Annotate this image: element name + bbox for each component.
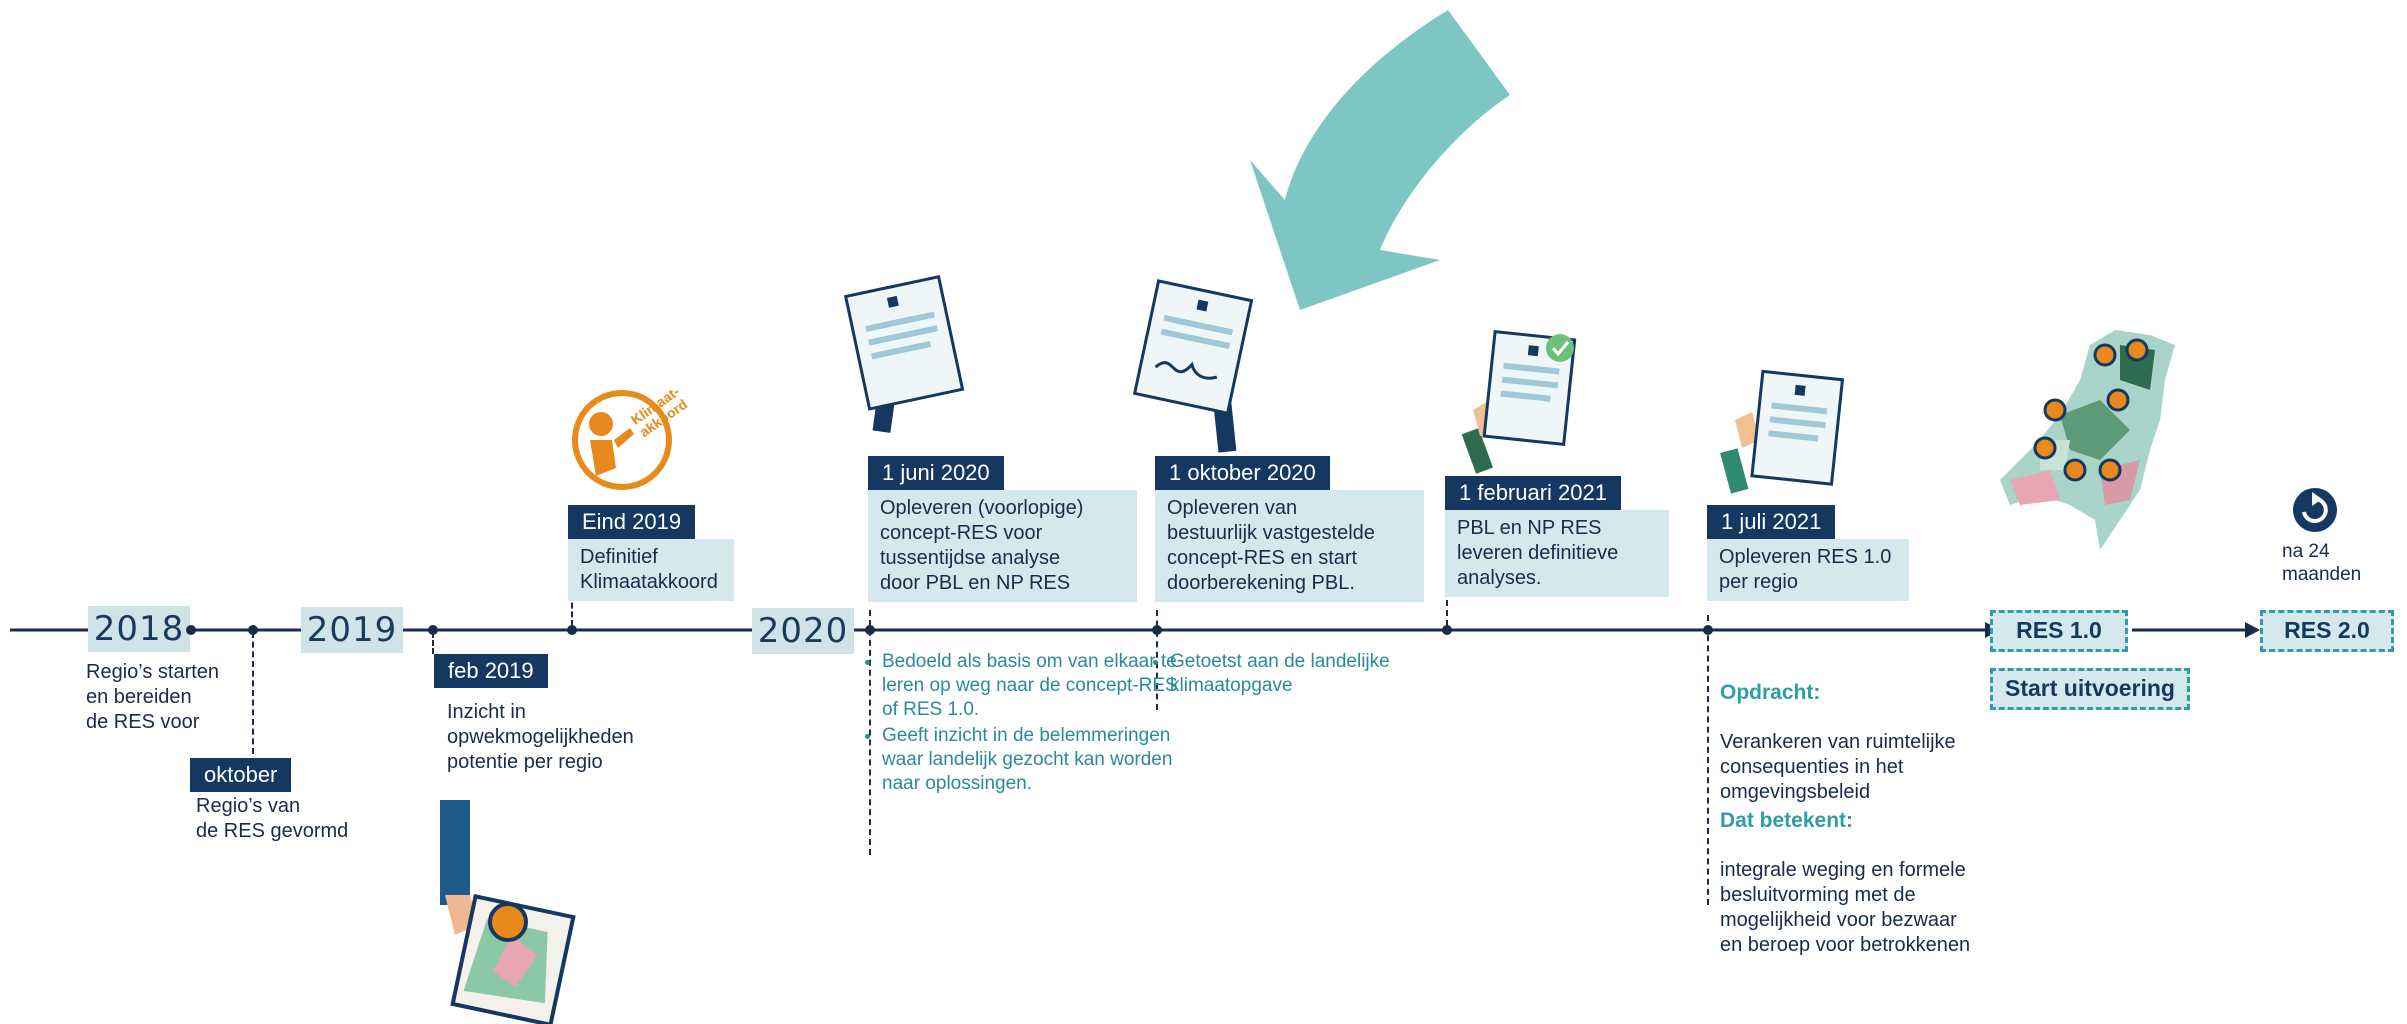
event-juni2020-text: Opleveren (voorlopige) concept-RES voor … (868, 490, 1137, 602)
timeline-dot (1442, 625, 1452, 635)
document-hand-juli (1720, 369, 1845, 494)
year-2018: 2018 (88, 606, 190, 652)
signed-document-hand-oktober (1132, 279, 1254, 453)
betekent-heading: Dat betekent: (1720, 809, 1854, 832)
connector-jul2021 (1707, 615, 1709, 905)
event-feb2021-label: 1 februari 2021 (1445, 476, 1621, 510)
year-2020: 2020 (752, 608, 854, 654)
event-juni2020-bullets: Bedoeld als basis om van elkaar te leren… (862, 650, 1182, 798)
map-hand-feb2019 (440, 800, 576, 1024)
event-okt2020-text: Opleveren van bestuurlijk vastgestelde c… (1155, 490, 1424, 602)
connector-okt2020 (1156, 610, 1158, 710)
timeline-dot (248, 625, 258, 635)
bullet-item: Bedoeld als basis om van elkaar te leren… (882, 650, 1182, 722)
timeline-dot (567, 625, 577, 635)
connector-oktober (252, 632, 254, 754)
event-feb2019-label: feb 2019 (434, 654, 548, 688)
event-eind2019-text: Definitief Klimaatakkoord (568, 539, 734, 601)
event-jul2021-betekent: Dat betekent: integrale weging en formel… (1720, 783, 2040, 983)
klimaatakkoord-logo (572, 390, 672, 490)
event-oktober-label: oktober (190, 758, 292, 792)
year-2019: 2019 (301, 607, 403, 653)
netherlands-map (2000, 330, 2175, 550)
opdracht-heading: Opdracht: (1720, 681, 1821, 704)
cycle-text: na 24 maanden (2282, 541, 2362, 585)
timeline-dot (428, 625, 438, 635)
opdracht-text: Verankeren van ruimtelijke consequenties… (1720, 731, 1956, 803)
event-jul2021-text: Opleveren RES 1.0 per regio (1707, 539, 1909, 601)
big-curved-arrow (1250, 10, 1510, 310)
event-okt2020-label: 1 oktober 2020 (1155, 456, 1330, 490)
event-jul2021-label: 1 juli 2021 (1707, 505, 1836, 539)
betekent-text: integrale weging en formele besluitvormi… (1720, 859, 1971, 956)
timeline-dot (186, 625, 196, 635)
res10-box: RES 1.0 (1990, 610, 2128, 652)
connector-feb2019 (432, 632, 434, 654)
event-eind2019-label: Eind 2019 (568, 505, 696, 539)
connector-juni2020 (869, 610, 871, 855)
event-jul2021-opdracht: Opdracht: Verankeren van ruimtelijke con… (1720, 655, 2020, 830)
event-oktober-text: Regio’s van de RES gevormd (196, 795, 349, 842)
document-hand-juni (843, 274, 965, 433)
cycle-icon (2293, 488, 2337, 532)
event-juni2020-label: 1 juni 2020 (868, 456, 1004, 490)
connector-eind2019 (571, 594, 573, 626)
event-okt2020-bullets: Getoetst aan de landelijke klimaatopgave (1150, 650, 1430, 700)
event-feb2019-text: Inzicht in opwekmogelijkheden potentie p… (447, 701, 634, 773)
res-connector-arrowhead (2245, 622, 2260, 638)
event-feb2021-text: PBL en NP RES leveren definitieve analys… (1445, 510, 1669, 597)
connector-feb2021 (1446, 590, 1448, 626)
bullet-item: Geeft inzicht in de belemmeringen waar l… (882, 724, 1182, 796)
start-uitvoering-box: Start uitvoering (1990, 668, 2190, 710)
event-2018-text: Regio’s starten en bereiden de RES voor (86, 661, 220, 733)
approved-document-hand-februari (1461, 329, 1577, 474)
bullet-item: Getoetst aan de landelijke klimaatopgave (1170, 650, 1430, 698)
res20-box: RES 2.0 (2260, 610, 2394, 652)
